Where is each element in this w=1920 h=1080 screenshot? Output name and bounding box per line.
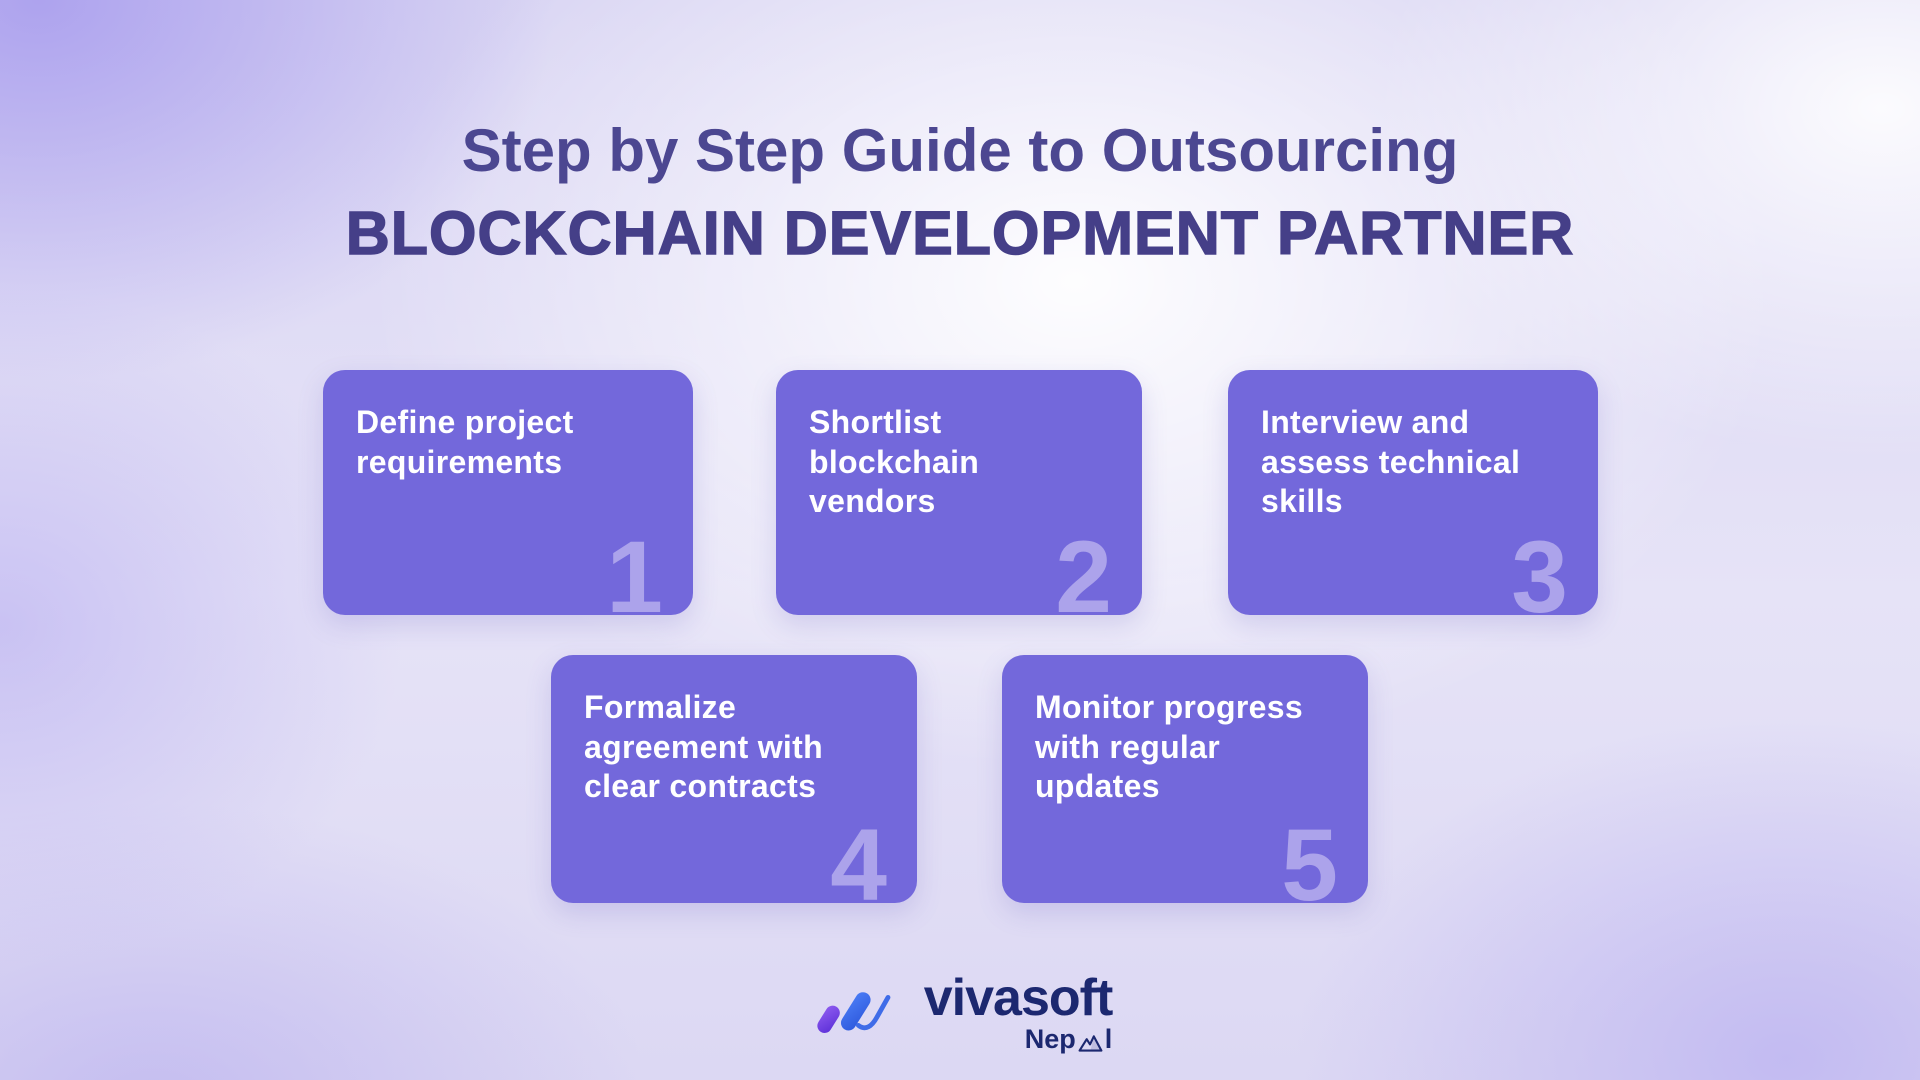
step-card-5: Monitor progress with regular updates 5 — [1002, 655, 1368, 903]
step-2-title: Shortlist blockchain vendors — [809, 404, 980, 520]
step-4-title: Formalize agreement with clear contracts — [584, 689, 823, 805]
logo-text-column: vivasoft Nep l — [923, 969, 1114, 1053]
vivasoft-logo: vivasoft Nep l — [808, 972, 1113, 1053]
step-4-number: 4 — [830, 808, 887, 903]
step-3-number: 3 — [1511, 520, 1568, 615]
brand-region-prefix: Nep — [1024, 1024, 1076, 1054]
vivasoft-logo-icon — [817, 992, 891, 1033]
brand-region-suffix: l — [1104, 1024, 1113, 1054]
step-card-1: Define project requirements 1 — [323, 370, 693, 615]
title-line-1: Step by Step Guide to Outsourcing — [461, 117, 1459, 184]
brand-footer: vivasoft Nep l — [0, 972, 1920, 1053]
step-1-title: Define project requirements — [356, 404, 574, 480]
brand-name: vivasoft — [923, 969, 1114, 1027]
mountain-icon — [1078, 1033, 1103, 1052]
step-5-number: 5 — [1281, 808, 1338, 903]
step-1-number: 1 — [606, 520, 663, 615]
step-card-3: Interview and assess technical skills 3 — [1228, 370, 1598, 615]
title-line-2: BLOCKCHAIN DEVELOPMENT PARTNER — [345, 199, 1575, 268]
brand-region-nepal: Nep l — [924, 1026, 1113, 1053]
step-2-number: 2 — [1055, 520, 1112, 615]
step-card-2: Shortlist blockchain vendors 2 — [776, 370, 1142, 615]
step-5-title: Monitor progress with regular updates — [1035, 689, 1303, 805]
title-block: Step by Step Guide to Outsourcing BLOCKC… — [0, 117, 1920, 268]
step-3-title: Interview and assess technical skills — [1261, 404, 1521, 520]
step-card-4: Formalize agreement with clear contracts… — [551, 655, 917, 903]
